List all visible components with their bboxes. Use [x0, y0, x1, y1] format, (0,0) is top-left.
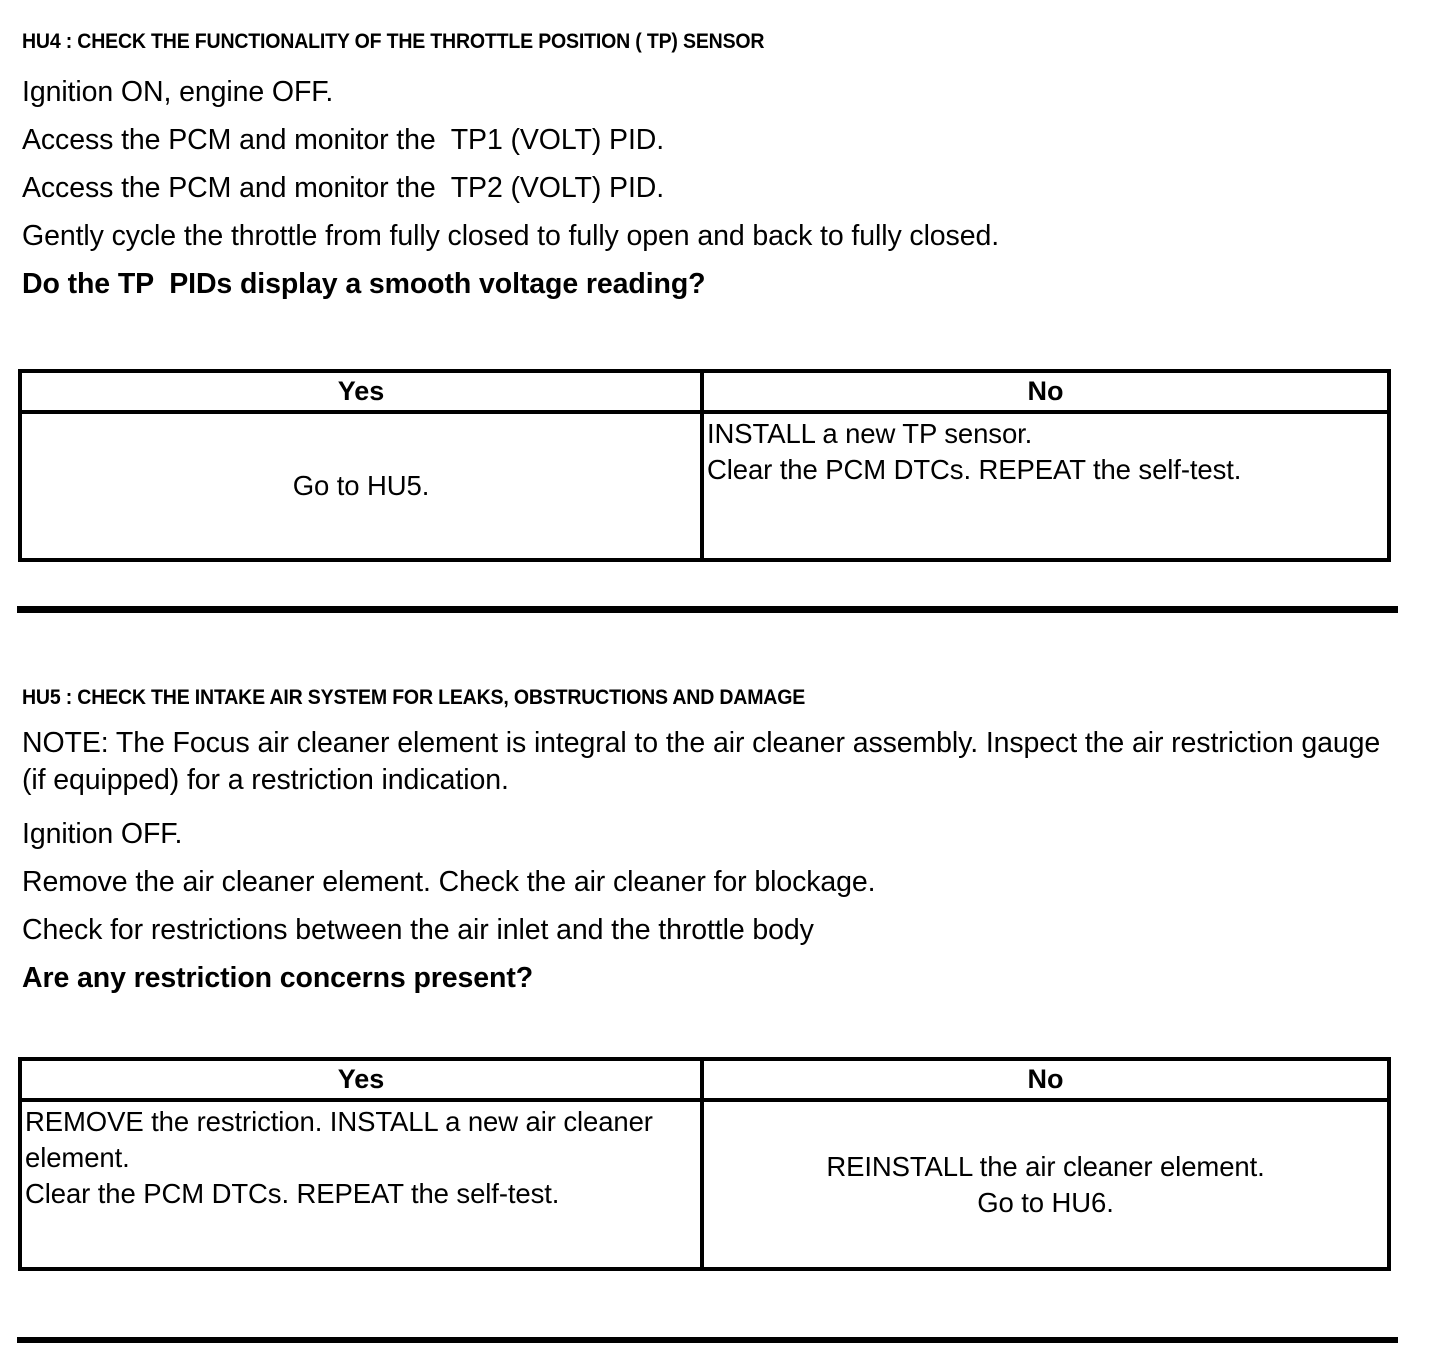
section-hu4: HU4 : CHECK THE FUNCTIONALITY OF THE THR…: [22, 30, 1422, 308]
decision-table-hu5-wrapper: Yes No REMOVE the restriction. INSTALL a…: [18, 1057, 1391, 1271]
column-header-no: No: [700, 369, 1391, 414]
instruction-line: Ignition OFF.: [22, 818, 183, 850]
action-text: REINSTALL the air cleaner element.: [826, 1150, 1265, 1182]
instruction-line: Remove the air cleaner element. Check th…: [22, 866, 876, 898]
column-header-yes: Yes: [18, 1057, 704, 1102]
cell-yes-action-hu4: Go to HU5.: [18, 410, 704, 562]
action-text: INSTALL a new TP sensor.: [707, 418, 1033, 449]
decision-table-hu5: Yes No REMOVE the restriction. INSTALL a…: [18, 1057, 1391, 1271]
table-row: Go to HU5. INSTALL a new TP sensor. Clea…: [18, 410, 1391, 562]
decision-table-hu4: Yes No Go to HU5. INSTALL a new TP senso…: [18, 369, 1391, 562]
action-text: Go to HU6.: [977, 1186, 1114, 1218]
cell-no-action-hu4: INSTALL a new TP sensor. Clear the PCM D…: [700, 410, 1391, 562]
table-header-row: Yes No: [18, 369, 1391, 414]
table-row: REMOVE the restriction. INSTALL a new ai…: [18, 1098, 1391, 1271]
action-text: Clear the PCM DTCs. REPEAT the self-test…: [707, 454, 1242, 485]
instruction-line: Access the PCM and monitor the TP2 (VOLT…: [22, 172, 665, 204]
note-paragraph: NOTE: The Focus air cleaner element is i…: [22, 727, 1381, 796]
decision-question-hu5: Are any restriction concerns present?: [22, 962, 534, 994]
action-text: REMOVE the restriction. INSTALL a new ai…: [25, 1106, 653, 1173]
decision-question-hu4: Do the TP PIDs display a smooth voltage …: [22, 268, 706, 300]
column-header-yes: Yes: [18, 369, 704, 414]
section-hu5: HU5 : CHECK THE INTAKE AIR SYSTEM FOR LE…: [22, 686, 1422, 1002]
section-divider-rule: [17, 606, 1398, 613]
cell-no-action-hu5: REINSTALL the air cleaner element. Go to…: [700, 1098, 1391, 1271]
action-text: Go to HU5.: [292, 470, 430, 501]
instruction-line: Gently cycle the throttle from fully clo…: [22, 220, 1000, 252]
cell-yes-action-hu5: REMOVE the restriction. INSTALL a new ai…: [18, 1098, 704, 1271]
instruction-line: Ignition ON, engine OFF.: [22, 76, 334, 108]
action-text: Clear the PCM DTCs. REPEAT the self-test…: [25, 1178, 560, 1209]
column-header-no: No: [700, 1057, 1391, 1102]
table-header-row: Yes No: [18, 1057, 1391, 1102]
page-bottom-rule: [17, 1337, 1398, 1343]
step-heading-hu5: HU5 : CHECK THE INTAKE AIR SYSTEM FOR LE…: [22, 686, 806, 709]
decision-table-hu4-wrapper: Yes No Go to HU5. INSTALL a new TP senso…: [18, 369, 1391, 562]
instruction-line: Access the PCM and monitor the TP1 (VOLT…: [22, 124, 665, 156]
step-heading-hu4: HU4 : CHECK THE FUNCTIONALITY OF THE THR…: [22, 30, 765, 53]
instruction-line: Check for restrictions between the air i…: [22, 914, 814, 946]
